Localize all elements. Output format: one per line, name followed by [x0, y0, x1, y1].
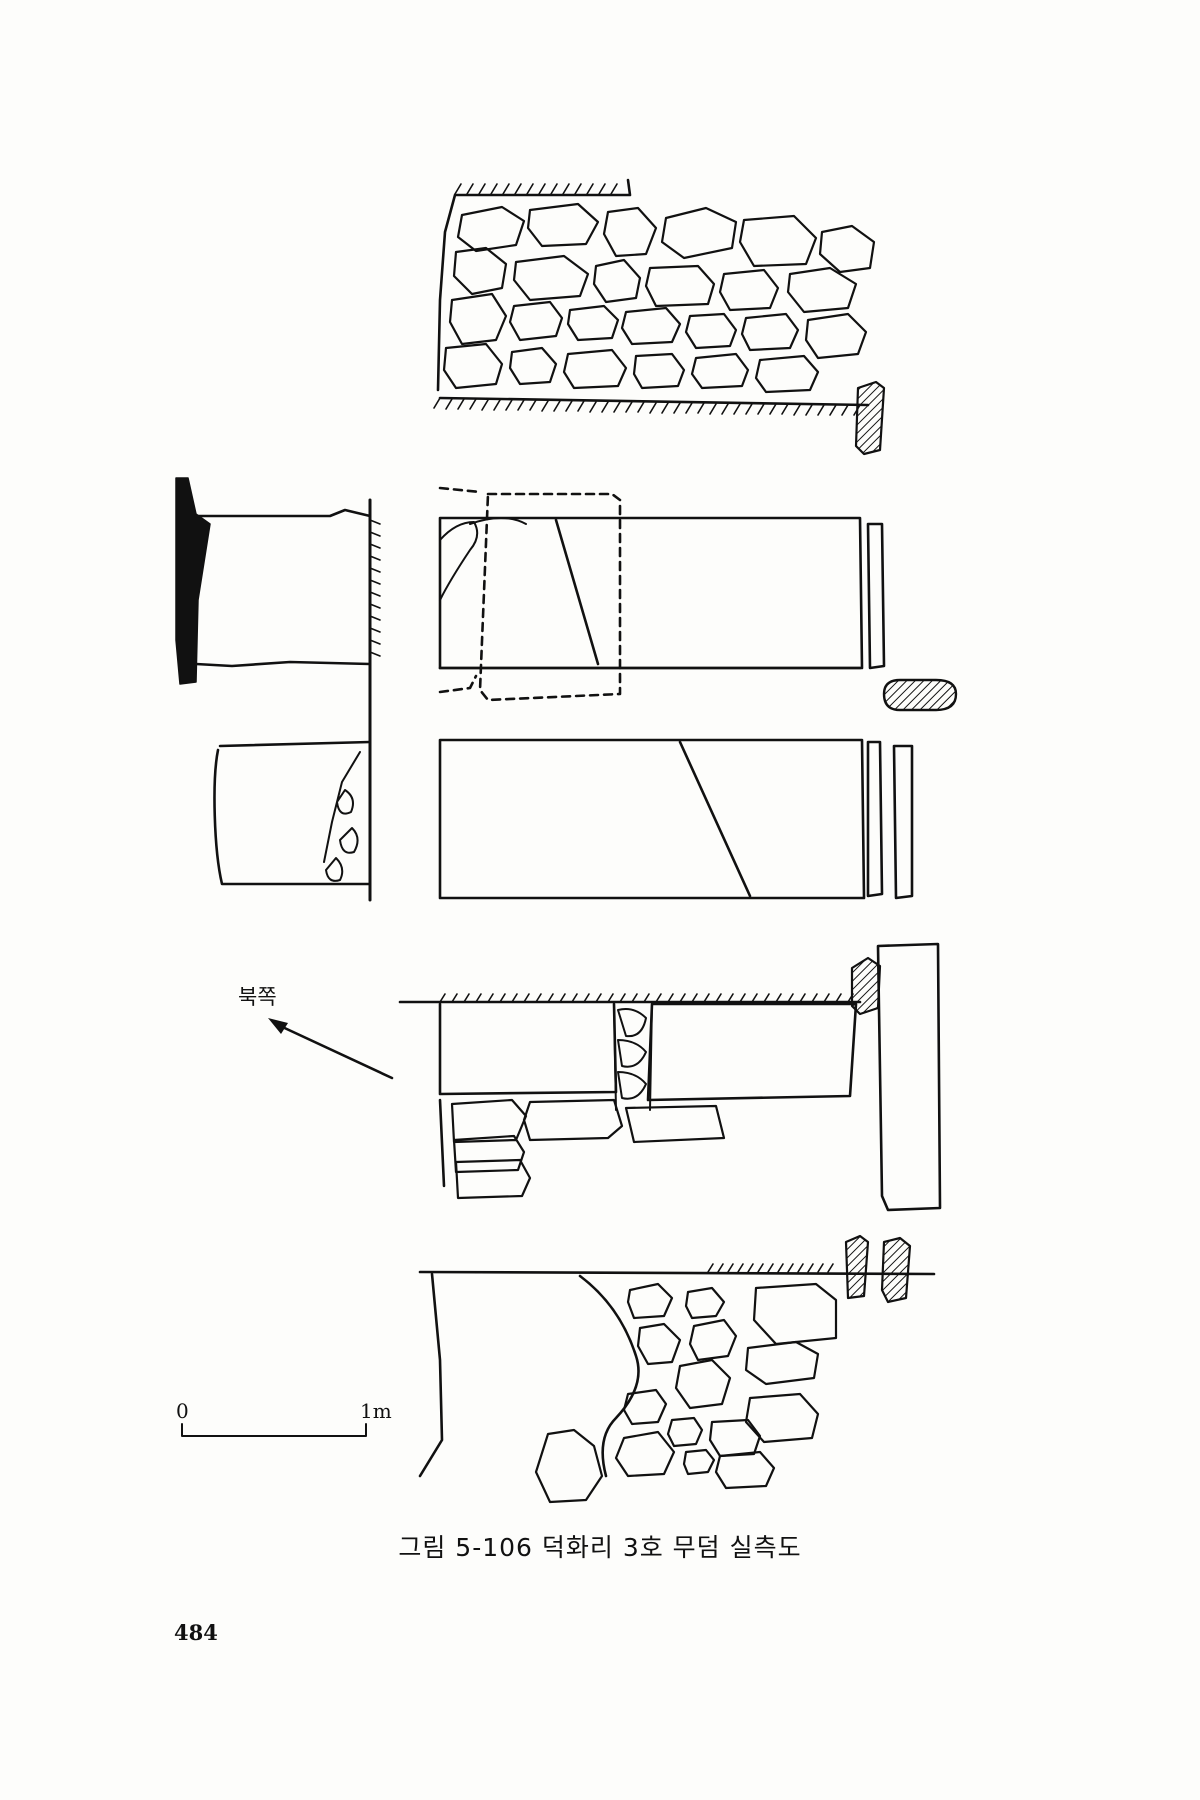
stone [674, 1358, 732, 1410]
left-section [175, 477, 381, 902]
stone [666, 1416, 704, 1448]
ground-hatch [439, 993, 854, 1003]
plan-view [438, 486, 958, 900]
stone [786, 266, 858, 314]
rubble-fill [323, 751, 361, 882]
stone [534, 1428, 604, 1504]
stone [804, 312, 868, 360]
hatched-oval [882, 678, 958, 712]
bottom-stones [534, 1282, 838, 1504]
side-slab-upper [866, 522, 886, 670]
bottom-outline [418, 1272, 640, 1478]
scale-line [181, 1423, 367, 1437]
stone [690, 352, 750, 390]
stone [592, 258, 642, 304]
stone [636, 1322, 682, 1366]
stone [512, 254, 590, 302]
plan-slab-mid [438, 666, 866, 900]
bottom-block-1 [844, 1234, 870, 1300]
left-slab-upper [194, 508, 372, 668]
scale-end-label: 1m [360, 1399, 392, 1423]
ground-hatch [433, 183, 861, 416]
left-slab-lower [213, 740, 372, 886]
lower-slab [438, 1002, 618, 1096]
stone [818, 224, 876, 274]
stone [682, 1448, 716, 1476]
north-arrow [268, 1018, 394, 1080]
stone [456, 205, 526, 253]
plan-slab-upper [438, 516, 864, 670]
lower-wall-left [438, 1098, 446, 1188]
stone [508, 346, 558, 386]
stone [688, 1318, 738, 1362]
side-slab-lower [866, 740, 914, 900]
stone [566, 304, 620, 342]
dashed-ext [438, 486, 482, 694]
figure-caption: 그림 5-106 덕화리 3호 무덤 실측도 [398, 1533, 802, 1562]
bottom-block-2 [880, 1236, 912, 1304]
column-stones [613, 1003, 653, 1111]
stone [744, 1392, 820, 1444]
stone [740, 312, 800, 352]
bottom-elevation [418, 1234, 936, 1504]
stone [752, 1282, 838, 1346]
stone [622, 1388, 668, 1426]
stone [754, 354, 820, 394]
wall-hatch [369, 519, 381, 657]
stone [620, 306, 682, 346]
cut-stone [854, 380, 886, 456]
stone [562, 348, 628, 390]
stone [442, 342, 504, 390]
stone [718, 268, 780, 312]
stone [452, 246, 508, 296]
stone [738, 214, 818, 268]
stone [708, 1418, 762, 1458]
scale-bar [181, 1423, 367, 1437]
lower-slab-right [646, 1002, 858, 1102]
stone [714, 1450, 776, 1490]
stone [448, 292, 508, 346]
stone [626, 1282, 674, 1320]
plan-crack-2 [678, 740, 752, 898]
scale-start-label: 0 [176, 1399, 189, 1423]
arrow-head [268, 1018, 288, 1034]
north-label: 북쪽 [238, 985, 277, 1009]
top-wall-outline [436, 178, 870, 407]
stone [526, 202, 600, 248]
stone [744, 1340, 820, 1386]
stone [508, 300, 564, 342]
stone [614, 1430, 676, 1478]
tall-slab [876, 942, 942, 1212]
stone [632, 352, 686, 390]
hatched-block [850, 956, 882, 1016]
stone [644, 264, 716, 308]
lower-elevation [398, 942, 942, 1212]
stone [660, 206, 738, 260]
wall-stones [442, 202, 876, 394]
bottom-ground-hatch [707, 1263, 834, 1273]
lower-stones [450, 1098, 726, 1200]
top-wall-elevation [433, 178, 886, 456]
page-number: 484 [174, 1620, 218, 1645]
plan-corner-stones [439, 517, 527, 601]
plan-crack-1 [554, 518, 600, 666]
arrow-line [274, 1022, 394, 1080]
stone [684, 1286, 726, 1320]
dashed-outline [478, 492, 622, 702]
stone [684, 312, 738, 350]
stone [602, 206, 658, 258]
black-wall-section [175, 477, 211, 685]
